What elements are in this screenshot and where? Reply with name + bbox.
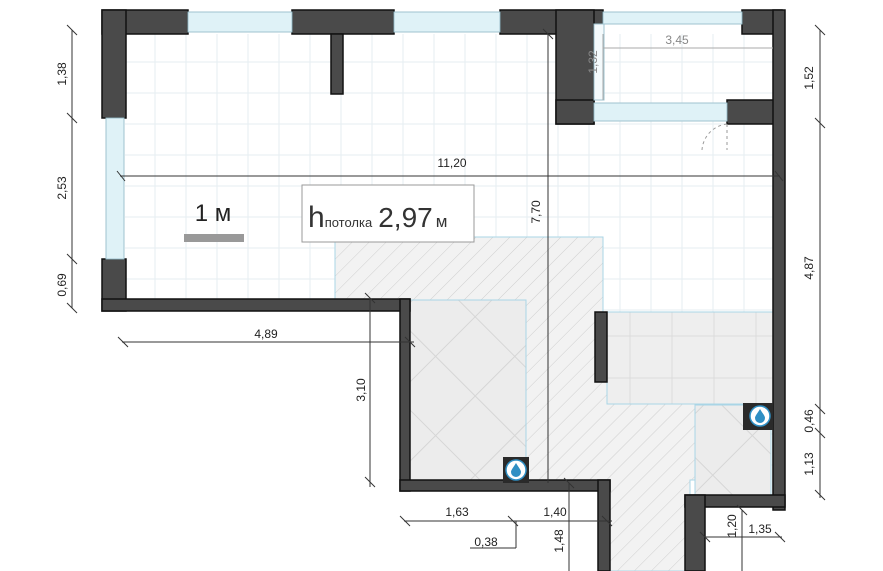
dimension-lines: [66, 24, 826, 571]
dim-right-small: 0,46: [802, 409, 816, 433]
dim-left-mid: 2,53: [55, 176, 69, 200]
ceiling-h-letter: h: [308, 201, 325, 234]
water-point-icon: [503, 457, 529, 483]
scale-bar: [184, 234, 244, 242]
dim-width-main: 11,20: [437, 156, 466, 170]
water-point-icon: [743, 403, 773, 430]
door-swing: [701, 123, 728, 151]
dim-bottom-a: 1,63: [445, 505, 469, 519]
scale-bar-label: 1 м: [195, 200, 232, 227]
balcony-dims: [602, 34, 773, 100]
dim-bottom-f: 1,35: [748, 522, 772, 536]
dim-bottom-left-height: 3,10: [354, 378, 368, 402]
dim-right-top: 1,52: [802, 66, 816, 90]
dim-bottom-c: 0,38: [474, 535, 498, 549]
dim-bottom-d: 1,48: [552, 529, 566, 553]
dim-left-top: 1,38: [55, 62, 69, 86]
dim-bottom-left-width: 4,89: [254, 327, 278, 341]
dim-right-mid: 4,87: [802, 256, 816, 280]
ceiling-sub-label: потолка: [325, 215, 373, 230]
dim-balcony-width: 3,45: [665, 33, 689, 47]
dim-bottom-e: 1,20: [725, 514, 739, 538]
dim-left-bottom: 0,69: [55, 273, 69, 297]
ceiling-unit: м: [436, 212, 448, 231]
windows: [105, 11, 743, 260]
dim-bottom-b: 1,40: [543, 505, 567, 519]
dim-balcony-depth: 1,32: [586, 50, 600, 74]
walls: [101, 9, 786, 571]
dim-height-main: 7,70: [529, 200, 543, 224]
dim-right-low: 1,13: [802, 452, 816, 476]
ceiling-value: 2,97: [378, 202, 433, 233]
